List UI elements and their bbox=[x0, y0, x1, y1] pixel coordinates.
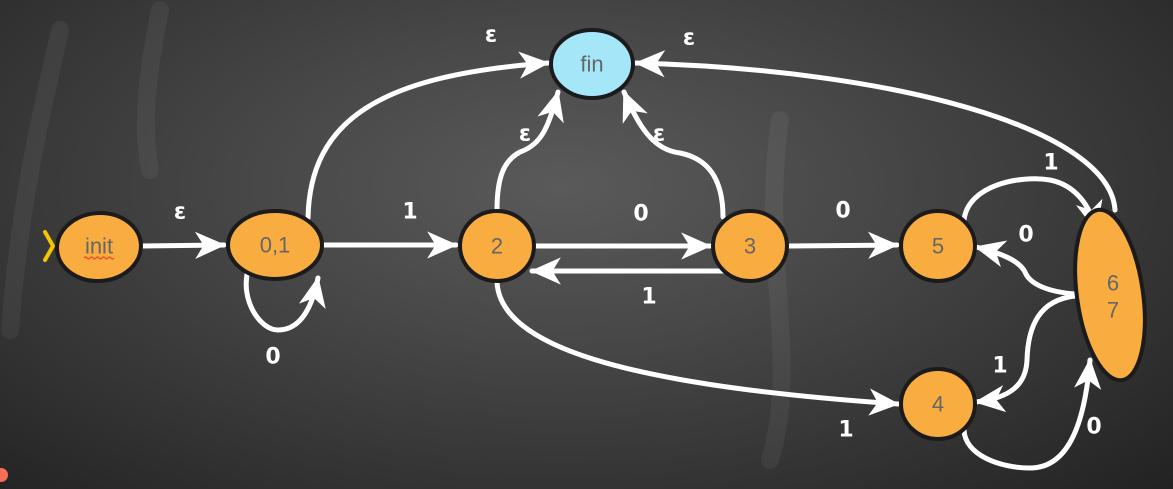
transitions bbox=[138, 50, 1118, 471]
label-01-to-fin: ε bbox=[485, 23, 497, 48]
edge-67-to-5 bbox=[973, 240, 1078, 297]
state-2[interactable]: 2 bbox=[458, 209, 536, 283]
edge-67-to-4 bbox=[973, 293, 1078, 413]
edge-5-to-67 bbox=[961, 176, 1103, 233]
edge-01-to-fin bbox=[305, 51, 551, 221]
slide-corner-dot bbox=[0, 468, 8, 482]
edge-67-to-fin bbox=[633, 50, 1118, 213]
edge-2-to-4 bbox=[494, 279, 901, 416]
label-3-to-fin: ε bbox=[653, 122, 665, 147]
label-3-to-5: 0 bbox=[835, 199, 850, 224]
state-5[interactable]: 5 bbox=[899, 209, 977, 283]
state-fin[interactable]: fin bbox=[549, 28, 635, 100]
label-3-to-2: 1 bbox=[641, 285, 656, 310]
label-67-to-4: 1 bbox=[992, 354, 1007, 379]
state-3[interactable]: 3 bbox=[711, 209, 789, 283]
start-marker-icon bbox=[43, 230, 55, 262]
spellcheck-underline bbox=[83, 256, 115, 260]
chalk-smudges bbox=[1, 1, 791, 469]
state-label-67-line2: 7 bbox=[1107, 298, 1119, 323]
edge-01-self-loop bbox=[243, 267, 326, 333]
state-label-4: 4 bbox=[932, 392, 944, 417]
state-67[interactable]: 6 7 bbox=[1065, 205, 1154, 385]
edge-2-to-fin bbox=[494, 89, 564, 213]
label-4-to-67: 0 bbox=[1086, 415, 1101, 440]
state-label-01: 0,1 bbox=[260, 233, 291, 258]
edge-init-to-01 bbox=[138, 231, 227, 259]
state-01[interactable]: 0,1 bbox=[226, 209, 324, 281]
label-67-to-5: 0 bbox=[1018, 223, 1033, 248]
label-2-to-fin: ε bbox=[519, 122, 531, 147]
state-label-5: 5 bbox=[932, 234, 944, 259]
states: init 0,1 2 3 5 6 7 4 bbox=[43, 28, 1154, 441]
label-2-to-4: 1 bbox=[838, 418, 853, 443]
state-label-fin: fin bbox=[580, 52, 603, 77]
label-2-to-3: 0 bbox=[633, 202, 648, 227]
label-01-self-loop: 0 bbox=[265, 345, 280, 370]
state-label-init: init bbox=[85, 234, 113, 259]
edge-3-to-5 bbox=[786, 231, 900, 259]
label-init-to-01: ε bbox=[174, 200, 186, 225]
state-4[interactable]: 4 bbox=[899, 367, 977, 441]
label-01-to-2: 1 bbox=[402, 200, 417, 225]
state-label-67-line1: 6 bbox=[1107, 271, 1119, 296]
state-init[interactable]: init bbox=[55, 210, 144, 284]
state-label-2: 2 bbox=[491, 234, 503, 259]
transition-labels: ε 0 1 ε 0 1 ε ε 1 0 1 0 1 0 ε bbox=[174, 23, 1102, 443]
edge-4-to-67 bbox=[961, 357, 1102, 471]
label-5-to-67: 1 bbox=[1043, 151, 1058, 176]
label-67-to-fin: ε bbox=[683, 26, 695, 51]
edge-3-to-fin bbox=[621, 89, 726, 220]
state-label-3: 3 bbox=[744, 234, 756, 259]
